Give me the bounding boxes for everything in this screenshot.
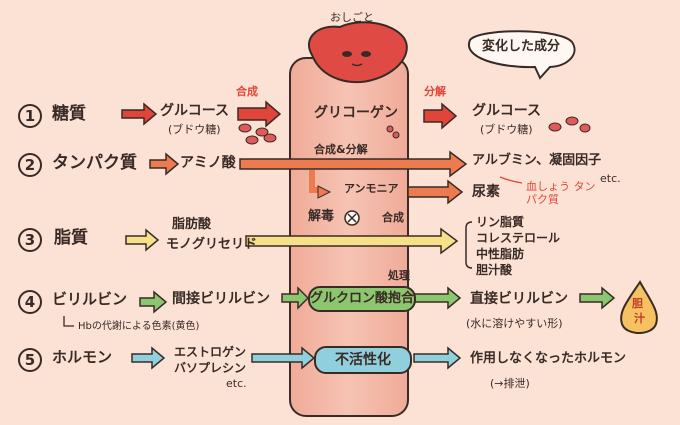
row2-inner: アンモニア <box>344 182 399 195</box>
row4-number: 4 <box>18 290 42 314</box>
row2-result2: 尿素 <box>472 184 500 200</box>
arrow-r5-c <box>413 346 462 370</box>
row3-result-0: リン脂質 <box>476 215 525 229</box>
row2-process: 合成&分解 <box>314 143 368 156</box>
hb-connector <box>63 316 74 327</box>
note-connector <box>499 176 523 184</box>
arrow-r2-a <box>149 152 180 176</box>
row1-name: 糖質 <box>52 104 86 124</box>
liver-mouth <box>351 63 363 67</box>
speech-bubble <box>467 30 576 80</box>
row2-name: タンパク質 <box>52 153 137 173</box>
arrow-r2-urea <box>407 179 464 205</box>
row3-result-3: 胆汁酸 <box>476 263 513 277</box>
liver-icon <box>308 21 408 84</box>
bile-char-2: 汁 <box>634 312 645 325</box>
row4-note: Hbの代謝による色素(黄色) <box>78 321 200 332</box>
row3-number: 3 <box>18 228 42 252</box>
row5-center: 不活性化 <box>314 346 412 374</box>
liver-label: おしごと <box>330 11 374 24</box>
row2-mid: アミノ酸 <box>180 155 236 171</box>
arrow-r4-d <box>579 286 616 310</box>
row3-mid1: 脂肪酸 <box>172 217 212 232</box>
row5-result-sub: (→排泄) <box>490 377 530 390</box>
row3-name: 脂質 <box>54 228 88 248</box>
changed-components-label: 変化した成分 <box>482 39 561 54</box>
row1-result: グルコース <box>472 103 542 119</box>
row5-name: ホルモン <box>52 348 113 366</box>
row2-detox: 解毒 <box>308 209 335 224</box>
row1-number: 1 <box>18 104 42 128</box>
row4-process: 処理 <box>388 269 410 282</box>
arrow-r2-branch <box>309 170 320 193</box>
row4-center: グルクロン酸抱合 <box>308 286 416 312</box>
row3-mid2: モノグリセリド <box>166 237 258 252</box>
row5-mid2: バソプレシン <box>174 361 247 375</box>
arrow-r1-b <box>237 100 282 128</box>
row1-mid: グルコース <box>160 103 230 119</box>
row5-result: 作用しなくなったホルモン <box>470 351 627 366</box>
row1-process: 合成 <box>236 85 258 98</box>
row3-result-2: 中性脂肪 <box>476 247 525 261</box>
row1-mid-sub: (ブドウ糖) <box>168 123 221 136</box>
row2-result1: アルブミン、凝固因子 <box>472 153 602 168</box>
arrow-r4-a <box>139 290 168 314</box>
arrow-r1-a <box>121 102 158 126</box>
row5-number: 5 <box>18 348 42 372</box>
row4-result: 直接ビリルビン <box>470 291 568 307</box>
row5-mid-etc: etc. <box>226 377 247 390</box>
liver-eye-left <box>342 51 352 57</box>
row2-result1-etc: etc. <box>600 172 621 185</box>
row2-synth: 合成 <box>382 211 404 224</box>
bile-char-1: 胆 <box>632 297 643 310</box>
row4-mid: 間接ビリルビン <box>172 291 270 307</box>
bile-drop-icon <box>620 280 658 334</box>
row5-mid1: エストロゲン <box>174 345 247 359</box>
arrow-r3-long <box>245 227 459 255</box>
arrow-r1-c <box>423 102 458 130</box>
row1-process2: 分解 <box>424 85 446 98</box>
row2-note: 血しょう タンパク質 <box>526 180 596 207</box>
row1-center: グリコーゲン <box>314 105 398 121</box>
lipid-bracket <box>465 221 473 269</box>
arrow-r5-a <box>131 346 166 370</box>
arrow-r4-c <box>413 286 462 310</box>
row1-result-sub: (ブドウ糖) <box>480 123 533 136</box>
arrow-r5-b <box>251 346 316 370</box>
glucose-dots <box>238 116 591 145</box>
arrow-r2-long <box>239 150 468 178</box>
row4-result-sub: (水に溶けやすい形) <box>466 317 563 330</box>
arrow-r4-b <box>281 286 310 310</box>
arrow-r2-branch-head <box>317 185 332 199</box>
liver-eye-right <box>361 51 371 57</box>
row4-name: ビリルビン <box>52 290 128 308</box>
row2-number: 2 <box>18 153 42 177</box>
arrow-r3-a <box>125 228 160 252</box>
row3-result-1: コレステロール <box>476 231 561 245</box>
